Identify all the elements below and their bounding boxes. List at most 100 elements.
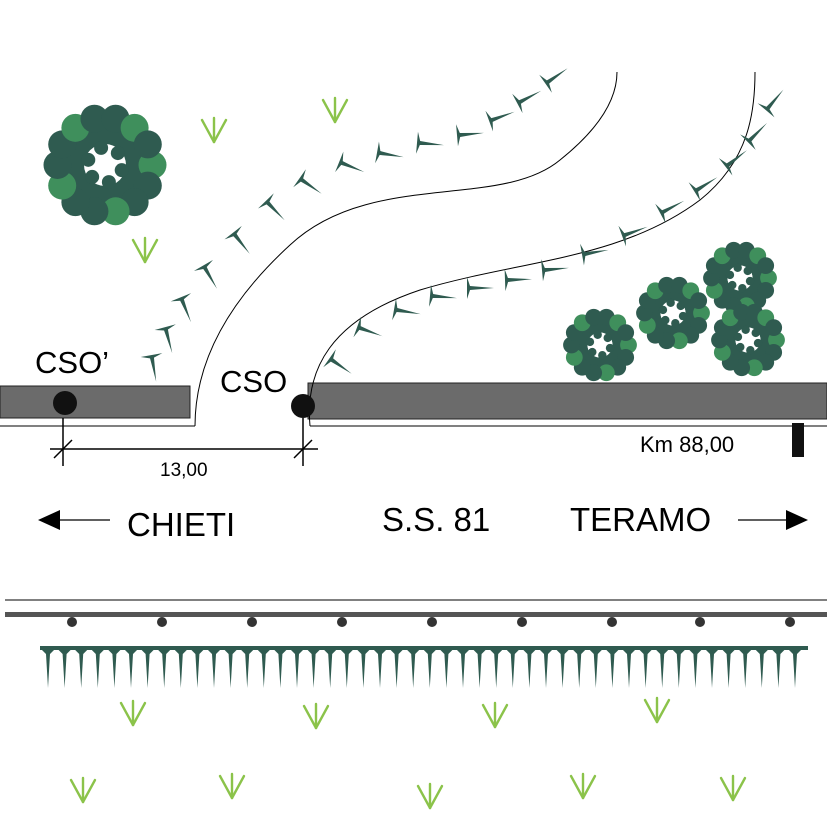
conifer-tree-icon: [293, 169, 322, 194]
shrub-cluster-icon: [711, 303, 785, 377]
conifer-tree-icon: [258, 193, 285, 221]
conifer-tree-icon: [740, 123, 767, 150]
conifer-tree-icon: [618, 225, 648, 247]
conifer-tree-icon: [438, 648, 455, 688]
grass-tuft-icon: [200, 116, 228, 144]
conifer-tree-icon: [355, 648, 372, 688]
conifer-tree-icon: [56, 648, 73, 688]
conifer-tree-icon: [554, 648, 571, 688]
conifer-tree-icon: [718, 150, 747, 176]
grass-tuft-icon: [481, 701, 509, 729]
road-post: [785, 617, 795, 627]
conifer-tree-icon: [272, 648, 289, 688]
ramp-inner-edge: [194, 71, 618, 427]
conifer-tree-icon: [154, 324, 176, 354]
tree-row-outer: [323, 89, 784, 374]
conifer-tree-icon: [456, 124, 484, 147]
conifer-tree-icon: [305, 648, 322, 688]
shrub-group: [43, 104, 785, 382]
conifer-tree-icon: [720, 648, 737, 688]
cso-prime-marker: [53, 391, 77, 415]
cso-marker: [291, 394, 315, 418]
conifer-tree-icon: [222, 648, 239, 688]
shrub-cluster-icon: [43, 104, 167, 226]
conifer-tree-icon: [388, 648, 405, 688]
direction-right-label: TERAMO: [570, 501, 711, 538]
grass-tuft-icon: [69, 776, 97, 804]
conifer-tree-icon: [170, 293, 192, 323]
grass-tuft-icon: [218, 772, 246, 800]
grass-tuft-icon: [119, 699, 147, 727]
conifer-tree-icon: [239, 648, 256, 688]
conifer-tree-icon: [704, 648, 720, 688]
conifer-tree-icon: [670, 648, 687, 688]
road-segment-right: [307, 382, 827, 420]
conifer-tree-icon: [139, 648, 156, 688]
tree-row-inner: [140, 68, 568, 382]
conifer-tree-icon: [372, 648, 388, 688]
road-post: [517, 617, 527, 627]
direction-left-label: CHIETI: [127, 506, 235, 543]
conifer-tree-icon: [206, 648, 222, 688]
conifer-tree-icon: [770, 648, 787, 688]
road-post: [695, 617, 705, 627]
road-segment-left: [0, 385, 191, 419]
distance-dimension: [50, 418, 318, 466]
conifer-tree-icon: [688, 177, 718, 201]
arrow-right-icon: [738, 510, 808, 530]
conifer-tree-icon: [538, 648, 554, 688]
conifer-tree-icon: [189, 648, 206, 688]
conifer-tree-icon: [106, 648, 123, 688]
conifer-tree-icon: [737, 648, 754, 688]
road-post: [157, 617, 167, 627]
conifer-tree-icon: [224, 225, 250, 254]
grass-tuft-icon: [569, 772, 597, 800]
conifer-tree-icon: [172, 648, 189, 688]
conifer-tree-icon: [604, 648, 621, 688]
grass-group: [69, 96, 747, 810]
conifer-tree-icon: [353, 316, 383, 338]
conifer-tree-icon: [455, 648, 471, 688]
grass-tuft-icon: [131, 236, 159, 264]
conifer-tree-icon: [375, 141, 404, 164]
conifer-tree-icon: [193, 259, 217, 289]
conifer-tree-icon: [485, 110, 515, 132]
cso-label: CSO: [220, 364, 287, 399]
conifer-tree-icon: [655, 200, 685, 224]
conifer-tree-icon: [429, 284, 457, 307]
conifer-tree-icon: [255, 648, 272, 688]
conifer-tree-icon: [787, 648, 803, 688]
road-post: [247, 617, 257, 627]
lower-road-strip: [5, 599, 827, 617]
conifer-tree-icon: [471, 648, 488, 688]
conifer-tree-icon: [587, 648, 604, 688]
conifer-tree-icon: [335, 151, 365, 173]
conifer-tree-icon: [580, 243, 609, 266]
arrow-left-icon: [38, 510, 110, 530]
conifer-tree-icon: [504, 648, 521, 688]
main-road: [0, 382, 827, 427]
conifer-tree-icon: [338, 648, 355, 688]
conifer-tree-icon: [488, 648, 505, 688]
conifer-tree-icon: [73, 648, 90, 688]
shrub-cluster-icon: [563, 308, 637, 382]
conifer-tree-icon: [156, 648, 173, 688]
conifer-tree-icon: [140, 353, 163, 382]
conifer-tree-icon: [571, 648, 588, 688]
conifer-tree-icon: [421, 648, 438, 688]
conifer-tree-icon: [541, 259, 569, 282]
conifer-tree-icon: [289, 648, 305, 688]
conifer-tree-icon: [405, 648, 422, 688]
ramp-outer-edge: [308, 71, 756, 427]
km-marker-post: [792, 423, 804, 457]
conifer-tree-icon: [392, 298, 421, 321]
conifer-tree-icon: [40, 648, 56, 688]
conifer-tree-icon: [621, 648, 637, 688]
conifer-tree-icon: [323, 349, 352, 374]
road-name-label: S.S. 81: [382, 501, 490, 538]
conifer-tree-icon: [322, 648, 339, 688]
shrub-cluster-icon: [703, 241, 777, 315]
conifer-tree-icon: [512, 90, 542, 114]
cso-prime-label: CSO’: [35, 345, 109, 380]
